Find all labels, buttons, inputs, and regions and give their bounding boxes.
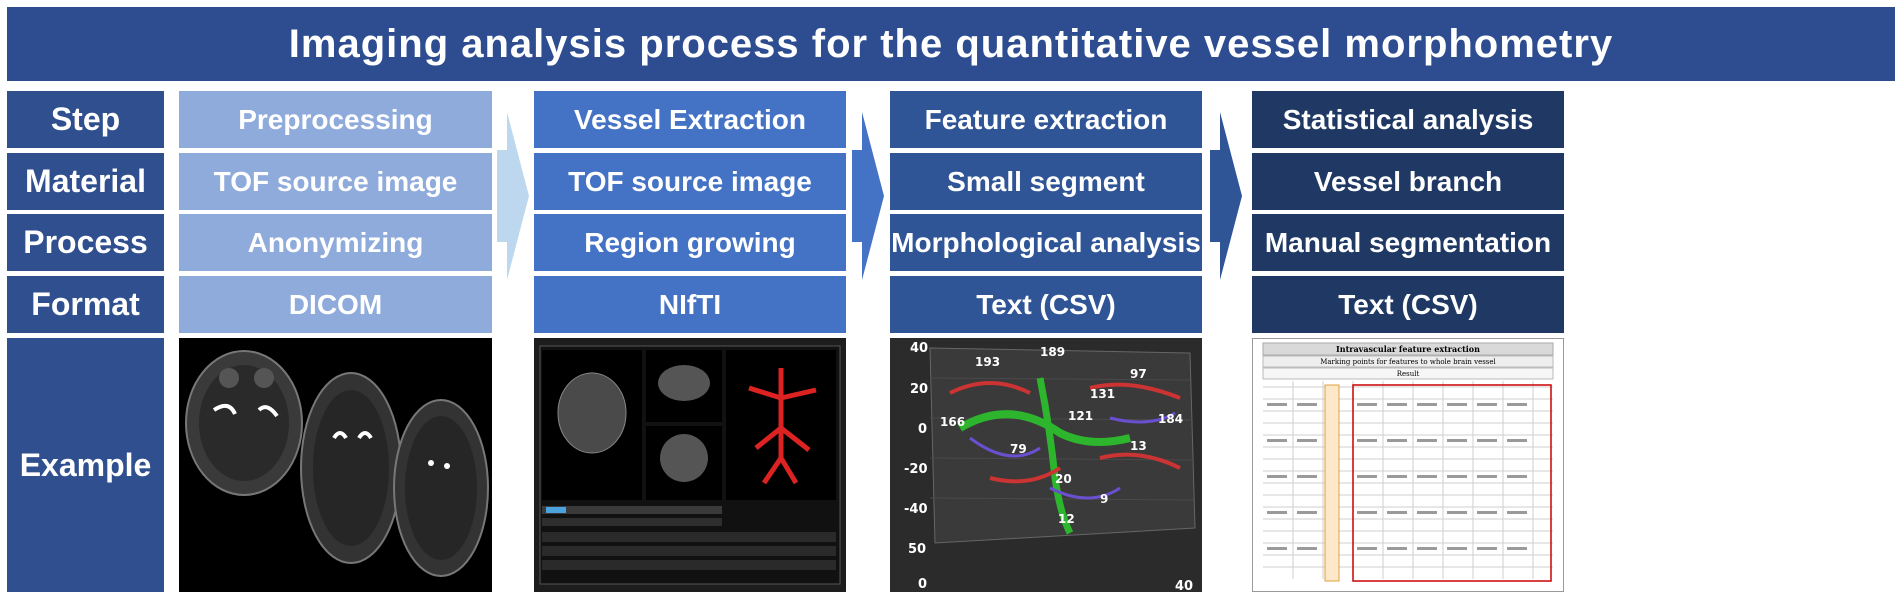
plot-y-tick-1: 20 <box>910 382 928 397</box>
col4-step: Statistical analysis <box>1252 91 1564 148</box>
col2-example-image <box>534 338 846 592</box>
flow-arrow-3 <box>1210 112 1242 280</box>
col2-step: Vessel Extraction <box>534 91 846 148</box>
plot-label-6: 20 <box>1055 472 1072 486</box>
col3-format: Text (CSV) <box>890 276 1202 333</box>
plot-label-1: 97 <box>1130 367 1147 381</box>
col1-material: TOF source image <box>179 153 492 210</box>
plot-label-4: 166 <box>940 415 965 429</box>
row-header-example: Example <box>7 338 164 592</box>
plot-y-tick-2: 0 <box>918 422 927 437</box>
plot-x-tick-0: 40 <box>1175 579 1193 592</box>
plot-y-tick-4: -40 <box>904 502 928 517</box>
col3-example-image: 40 20 0 -20 -40 50 0 40 193 97 184 121 1… <box>890 338 1202 592</box>
plot-label-11: 189 <box>1040 345 1065 359</box>
plot-label-7: 9 <box>1100 492 1108 506</box>
diagram-title: Imaging analysis process for the quantit… <box>7 7 1895 81</box>
col3-material: Small segment <box>890 153 1202 210</box>
plot-y-tick-0: 40 <box>910 341 928 356</box>
plot-label-8: 12 <box>1058 512 1075 526</box>
plot-label-10: 131 <box>1090 387 1115 401</box>
flow-arrow-2 <box>852 112 884 280</box>
flow-arrow-1 <box>497 112 529 280</box>
row-header-material: Material <box>7 153 164 210</box>
row-header-process: Process <box>7 214 164 271</box>
col3-step: Feature extraction <box>890 91 1202 148</box>
plot-z-tick-0: 50 <box>908 542 926 557</box>
col2-material: TOF source image <box>534 153 846 210</box>
col1-format: DICOM <box>179 276 492 333</box>
plot-y-tick-3: -20 <box>904 462 928 477</box>
spreadsheet-title: Intravascular feature extraction <box>1336 344 1480 354</box>
plot-label-0: 193 <box>975 355 1000 369</box>
plot-label-2: 184 <box>1158 412 1183 426</box>
row-header-step: Step <box>7 91 164 148</box>
col1-step: Preprocessing <box>179 91 492 148</box>
plot-z-tick-1: 0 <box>918 577 927 592</box>
spreadsheet-subtitle: Marking points for features to whole bra… <box>1320 358 1496 366</box>
col2-format: NIfTI <box>534 276 846 333</box>
col4-process: Manual segmentation <box>1252 214 1564 271</box>
plot-label-3: 121 <box>1068 409 1093 423</box>
col2-process: Region growing <box>534 214 846 271</box>
col1-example-image <box>179 338 492 592</box>
col4-material: Vessel branch <box>1252 153 1564 210</box>
col4-format: Text (CSV) <box>1252 276 1564 333</box>
plot-label-9: 79 <box>1010 442 1027 456</box>
plot-label-5: 13 <box>1130 439 1147 453</box>
row-header-format: Format <box>7 276 164 333</box>
col1-process: Anonymizing <box>179 214 492 271</box>
col3-process: Morphological analysis <box>890 214 1202 271</box>
spreadsheet-result: Result <box>1397 370 1420 378</box>
col4-example-image: Intravascular feature extraction Marking… <box>1252 338 1564 592</box>
